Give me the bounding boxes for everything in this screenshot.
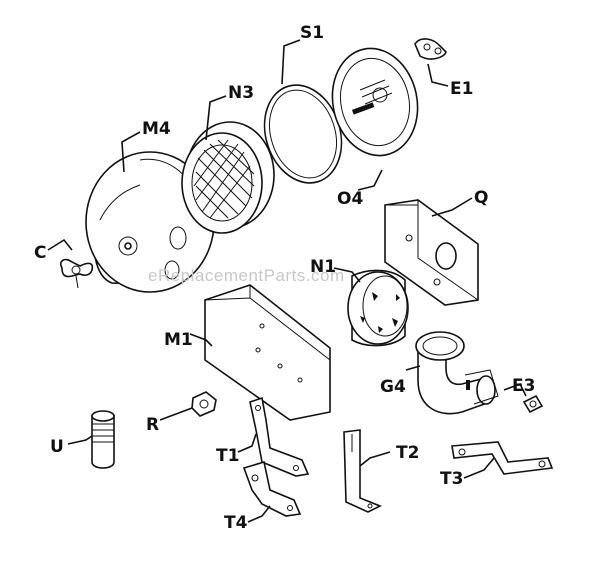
part-n1-precleaner[interactable] — [347, 269, 409, 347]
part-r-nut[interactable] — [191, 391, 217, 417]
label-o4: O4 — [337, 189, 363, 209]
part-q-plate-gasket[interactable] — [384, 199, 479, 306]
part-m1-bracket-block[interactable] — [204, 284, 331, 421]
part-g4-elbow[interactable] — [415, 331, 499, 415]
part-e1-clip[interactable] — [414, 38, 447, 60]
label-q: Q — [474, 188, 488, 208]
label-t3: T3 — [440, 469, 463, 489]
label-m1: M1 — [164, 330, 193, 350]
part-t3-bracket[interactable] — [451, 441, 554, 475]
label-n3: N3 — [228, 83, 254, 103]
label-e1: E1 — [450, 79, 473, 99]
part-t1-bracket[interactable] — [249, 396, 310, 477]
part-t4-bracket[interactable] — [242, 460, 302, 517]
leader-lines — [47, 39, 527, 523]
watermark-text: eReplacementParts.com — [148, 266, 345, 285]
part-c-wing-nut[interactable] — [59, 258, 94, 289]
label-r: R — [146, 415, 159, 435]
part-u-fitting[interactable] — [91, 410, 115, 469]
label-c: C — [34, 243, 46, 263]
part-o4-base-plate[interactable] — [323, 40, 428, 163]
label-t4: T4 — [224, 513, 248, 533]
label-g4: G4 — [380, 377, 406, 397]
label-s1: S1 — [300, 23, 324, 43]
label-t1: T1 — [216, 446, 239, 466]
part-n3-filter-element[interactable] — [181, 121, 275, 234]
label-m4: M4 — [142, 119, 171, 139]
label-t2: T2 — [396, 443, 419, 463]
part-t2-bracket[interactable] — [343, 429, 382, 513]
label-e3: E3 — [512, 376, 535, 396]
label-u: U — [50, 437, 64, 457]
label-n1: N1 — [310, 257, 336, 277]
part-e3-screw[interactable] — [522, 394, 544, 414]
